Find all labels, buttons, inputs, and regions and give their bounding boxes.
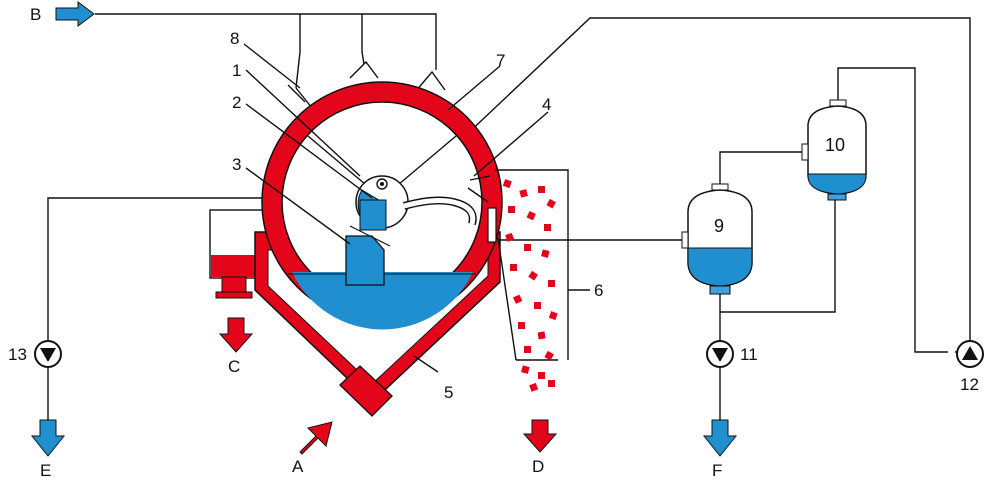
label-2: 2 (232, 93, 241, 112)
rotary-drum (261, 81, 503, 330)
pump-icon (712, 348, 728, 362)
pipe-lines (47, 13, 971, 420)
arrow-right-icon (55, 1, 95, 27)
label-11: 11 (740, 345, 758, 364)
label-5: 5 (444, 383, 453, 402)
arrow-down-icon (218, 317, 254, 353)
label-B: B (30, 5, 41, 24)
arrow-F (702, 419, 738, 457)
pump-13 (34, 340, 62, 368)
arrow-down-icon (702, 419, 738, 457)
pump-icon (40, 348, 56, 362)
arrow-B (55, 1, 95, 27)
arrow-down-icon (30, 419, 66, 457)
cake-chute (487, 169, 569, 361)
arrow-D (522, 419, 558, 453)
arrow-diagonal-icon (299, 421, 333, 455)
label-7: 7 (496, 51, 505, 70)
label-13: 13 (8, 345, 27, 364)
label-9: 9 (714, 216, 724, 236)
label-10: 10 (825, 135, 845, 155)
pump-icon (962, 346, 978, 360)
label-4: 4 (542, 95, 551, 114)
tank-10 (801, 99, 867, 201)
arrow-A (299, 421, 333, 455)
label-6: 6 (594, 281, 603, 300)
arrow-down-icon (522, 419, 558, 453)
arrow-C (218, 317, 254, 353)
label-3: 3 (232, 155, 241, 174)
leader-lines (243, 43, 590, 373)
label-C: C (228, 357, 240, 376)
label-A: A (292, 457, 304, 476)
label-F: F (712, 461, 722, 480)
cake-particles (502, 179, 558, 392)
arrow-E (30, 419, 66, 457)
label-12: 12 (960, 375, 979, 394)
label-8: 8 (230, 29, 239, 48)
label-E: E (40, 461, 51, 480)
pump-12 (956, 340, 984, 368)
label-D: D (532, 457, 544, 476)
pump-11 (706, 340, 734, 368)
tank-9 (681, 183, 753, 295)
label-1: 1 (232, 61, 241, 80)
